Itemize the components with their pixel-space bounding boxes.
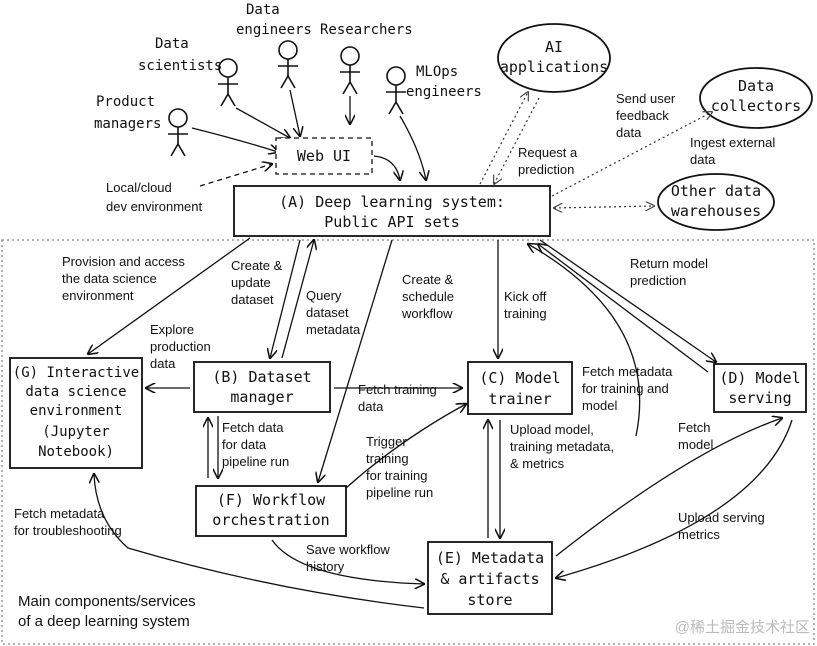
- persona-figure-product-managers: [168, 108, 188, 157]
- edge-metadata-api: [528, 244, 641, 437]
- edge-model-serving-api: [538, 244, 709, 373]
- model-trainer-box: [467, 361, 573, 415]
- edge-collectors-api: [551, 112, 712, 197]
- interactive-env-box: [9, 357, 143, 469]
- watermark: @稀土掘金技术社区: [675, 619, 810, 636]
- edge-workflow-metadata: [271, 539, 424, 584]
- edge-product-managers-webui: [191, 127, 278, 152]
- edge-api-interactive-env: [88, 237, 251, 354]
- persona-figure-data-scientists: [218, 58, 238, 107]
- edge-workflow-trainer: [345, 404, 466, 489]
- edge-local-dev-webui: [199, 164, 272, 187]
- edge-api-workflow: [318, 239, 393, 482]
- persona-figure-mlops-engineers: [386, 66, 406, 115]
- other-warehouses-ellipse: [657, 173, 775, 231]
- ai-applications-ellipse: [497, 23, 611, 93]
- data-collectors-ellipse: [699, 67, 813, 129]
- edge-webui-api: [373, 155, 400, 180]
- label-upload-model: Upload model,training metadata,& metrics: [510, 422, 614, 471]
- web-ui-box: [275, 137, 373, 175]
- edge-api-ai-apps-up: [479, 92, 528, 185]
- edge-dataset-manager-api: [281, 240, 314, 359]
- edge-api-model-serving: [539, 239, 716, 362]
- edge-metadata-interactive-env: [94, 474, 425, 609]
- persona-label-researchers: Researchers: [320, 22, 413, 38]
- system-boundary: [1, 239, 815, 645]
- workflow-orchestration-box: [195, 485, 347, 537]
- edge-metadata-model-serving: [555, 418, 782, 557]
- metadata-store-box: [427, 541, 553, 615]
- edge-api-warehouses: [554, 206, 654, 208]
- api-label: (A) Deep learning system:Public API sets: [279, 193, 505, 231]
- edge-api-dataset-manager: [270, 239, 301, 358]
- web-ui-label: Web UI: [297, 147, 351, 165]
- persona-figure-data-engineers: [278, 40, 298, 89]
- persona-figure-researchers: [340, 46, 360, 95]
- api-box: [233, 185, 551, 237]
- dataset-manager-box: [193, 361, 331, 413]
- edge-data-scientists-webui: [235, 107, 290, 138]
- edge-data-engineers-webui: [289, 89, 300, 136]
- model-serving-box: [713, 363, 807, 413]
- edge-mlops-api: [399, 115, 426, 180]
- edge-ai-apps-api-down: [494, 95, 541, 184]
- edge-model-serving-metadata: [556, 419, 793, 578]
